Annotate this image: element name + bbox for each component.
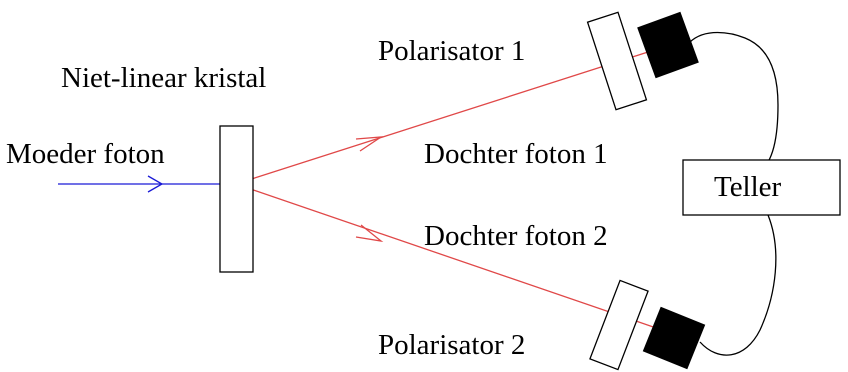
daughter-photon-2-beam: [235, 183, 663, 331]
daughter-photon-2-label: Dochter foton 2: [424, 220, 608, 252]
polarizer-1: [586, 11, 648, 111]
polarizer-2-label: Polarisator 2: [378, 329, 525, 361]
wire-detector-2-to-counter: [699, 214, 777, 356]
polarizer-1-label: Polarisator 1: [378, 35, 525, 67]
polarizer-2: [589, 279, 649, 371]
wire-detector-1-to-counter: [689, 31, 779, 163]
nonlinear-crystal: [219, 125, 254, 273]
mother-photon-arrow: [147, 175, 164, 193]
counter-label: Teller: [714, 171, 782, 203]
crystal-label: Niet-linear kristal: [61, 62, 266, 94]
detector-2: [642, 306, 706, 370]
daughter-photon-1-beam: [235, 51, 649, 185]
daughter-photon-1-arrow: [355, 136, 384, 152]
mother-photon-label: Moeder foton: [6, 138, 165, 170]
counter-box: [682, 159, 841, 216]
daughter-photon-2-arrow: [355, 224, 384, 243]
detector-1: [637, 11, 699, 79]
daughter-photon-1-label: Dochter foton 1: [424, 138, 608, 170]
